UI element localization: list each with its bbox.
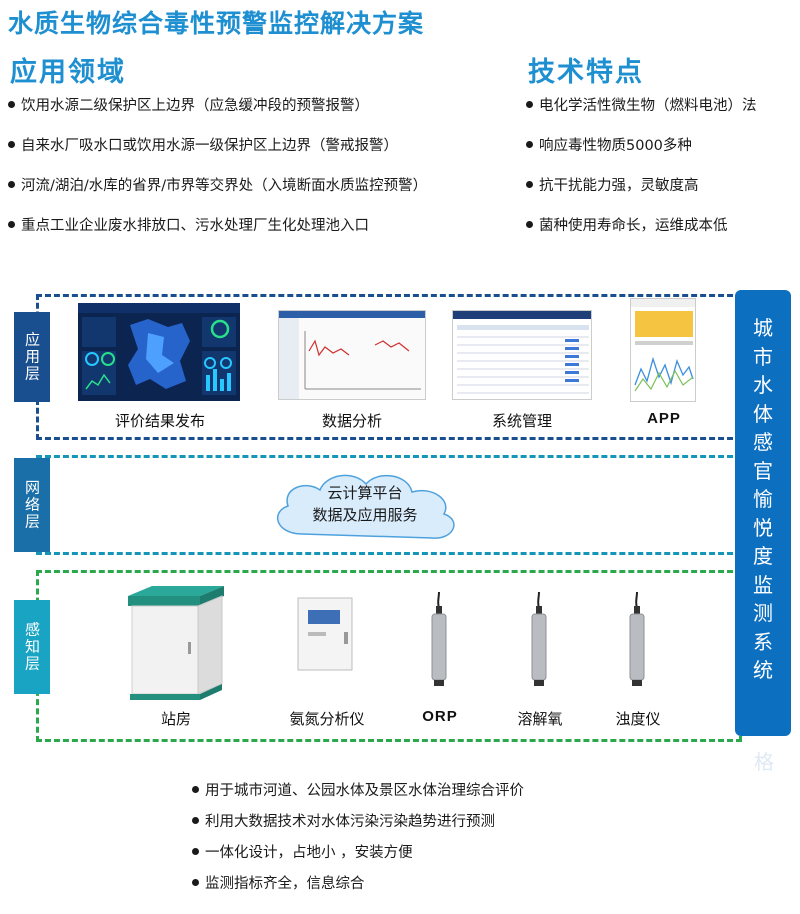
cloud-line1: 云计算平台 — [327, 484, 403, 502]
list-item: 响应毒性物质5000多种 — [526, 126, 757, 166]
sensing-layer-tag: 感知层 — [14, 600, 50, 694]
station-image — [122, 584, 232, 704]
bullet-icon — [526, 140, 533, 148]
network-layer-label: 网络层 — [23, 479, 41, 531]
sensing-layer-label: 感知层 — [23, 621, 41, 673]
dashboard-thumbnail — [78, 303, 240, 401]
bullet-icon — [526, 100, 533, 108]
cabinet-icon — [128, 586, 224, 700]
app-layer-label: 应用层 — [23, 331, 41, 383]
sensing-item-label: 站房 — [160, 710, 191, 728]
bullet-icon — [192, 878, 199, 886]
ammonia-analyzer-image — [296, 596, 356, 674]
side-panel-text: 城市水体感官愉悦度监测系统 — [753, 316, 773, 682]
bullet-icon — [526, 220, 533, 228]
bullet-icon — [8, 100, 15, 108]
list-item: 一体化设计，占地小 ，安装方便 — [192, 838, 524, 869]
bullet-icon — [8, 180, 15, 188]
list-item: 抗干扰能力强，灵敏度高 — [526, 166, 757, 206]
list-item: 饮用水源二级保护区上边界（应急缓冲段的预警报警） — [8, 86, 427, 126]
bullet-icon — [8, 220, 15, 228]
cloud-line2: 数据及应用服务 — [312, 506, 418, 524]
sensing-item-label: 浊度仪 — [615, 710, 661, 728]
app-item-label: APP — [647, 410, 681, 427]
bullet-icon — [192, 816, 199, 824]
line-chart-icon — [279, 311, 425, 399]
dashboard-map-icon — [78, 303, 240, 395]
table-icon — [453, 311, 591, 394]
cloud-shape: 云计算平台 数据及应用服务 — [262, 464, 468, 548]
probe-icon — [431, 591, 447, 686]
cloud-icon — [277, 474, 455, 539]
side-system-panel: 城市水体感官愉悦度监测系统 — [735, 290, 791, 736]
list-item: 利用大数据技术对水体污染污染趋势进行预测 — [192, 807, 524, 838]
list-item: 自来水厂吸水口或饮用水源一级保护区上边界（警戒报警） — [8, 126, 427, 166]
app-item-label: 评价结果发布 — [114, 412, 205, 430]
sensing-item-label: 氨氮分析仪 — [289, 710, 365, 728]
application-title: 应用领域 — [10, 57, 126, 88]
probe-icon — [531, 591, 547, 686]
probe-icon — [629, 591, 645, 686]
network-layer-tag: 网络层 — [14, 458, 50, 552]
bullet-icon — [8, 140, 15, 148]
list-item: 电化学活性微生物（燃料电池）法 — [526, 86, 757, 126]
app-thumbnail — [630, 298, 696, 402]
turbidity-probe-image — [626, 591, 648, 688]
bullet-icon — [192, 785, 199, 793]
bullet-icon — [526, 180, 533, 188]
data-analysis-thumbnail — [278, 310, 426, 400]
app-item-label: 系统管理 — [491, 412, 552, 430]
page-title: 水质生物综合毒性预警监控解决方案 — [8, 9, 425, 38]
bottom-points-list: 用于城市河道、公园水体及景区水体治理综合评价 利用大数据技术对水体污染污染趋势进… — [192, 776, 524, 900]
system-management-thumbnail — [452, 310, 592, 400]
sensing-item-label: ORP — [422, 708, 458, 725]
mobile-app-icon — [631, 299, 695, 392]
orp-probe-image — [428, 591, 450, 688]
list-item: 重点工业企业废水排放口、污水处理厂生化处理池入口 — [8, 206, 427, 246]
sensing-item-label: 溶解氧 — [517, 710, 563, 728]
app-layer-tag: 应用层 — [14, 312, 50, 402]
app-item-label: 数据分析 — [321, 412, 382, 430]
list-item: 菌种使用寿命长，运维成本低 — [526, 206, 757, 246]
application-list: 饮用水源二级保护区上边界（应急缓冲段的预警报警） 自来水厂吸水口或饮用水源一级保… — [8, 86, 427, 246]
dissolved-oxygen-probe-image — [528, 591, 550, 688]
list-item: 河流/湖泊/水库的省界/市界等交界处（入境断面水质监控预警） — [8, 166, 427, 206]
features-list: 电化学活性微生物（燃料电池）法 响应毒性物质5000多种 抗干扰能力强，灵敏度高… — [526, 86, 757, 246]
analyzer-icon — [297, 597, 353, 671]
side-panel-overflow-char: 格 — [754, 750, 774, 774]
list-item: 监测指标齐全，信息综合 — [192, 869, 524, 900]
features-title: 技术特点 — [528, 57, 644, 88]
bullet-icon — [192, 847, 199, 855]
list-item: 用于城市河道、公园水体及景区水体治理综合评价 — [192, 776, 524, 807]
